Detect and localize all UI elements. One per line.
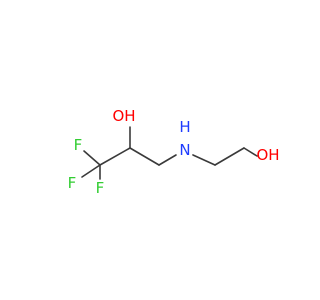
bond-n-c4	[192, 154, 216, 166]
atom-hydroxyl-upper: OH	[112, 107, 135, 125]
bond-c5-o2	[243, 147, 258, 157]
bond-c2-c3	[129, 147, 160, 166]
atom-fluorine-left: F	[68, 174, 77, 192]
atom-fluorine-top: F	[74, 136, 83, 154]
atom-hydroxyl-right: OH	[256, 146, 279, 164]
atom-nitrogen: N	[179, 141, 190, 159]
atom-fluorine-bottom: F	[96, 179, 105, 197]
bond-c1-f-top	[83, 150, 101, 166]
bond-c1-c2	[99, 147, 131, 166]
molecule-diagram: F F F OH H N OH	[68, 107, 280, 197]
bonds	[81, 126, 258, 180]
atom-labels: F F F OH H N OH	[68, 107, 280, 197]
bond-c1-f-left	[81, 164, 101, 178]
bond-c3-n	[158, 154, 177, 166]
atom-amine-hydrogen: H	[179, 118, 190, 136]
bond-c4-c5	[214, 147, 245, 166]
